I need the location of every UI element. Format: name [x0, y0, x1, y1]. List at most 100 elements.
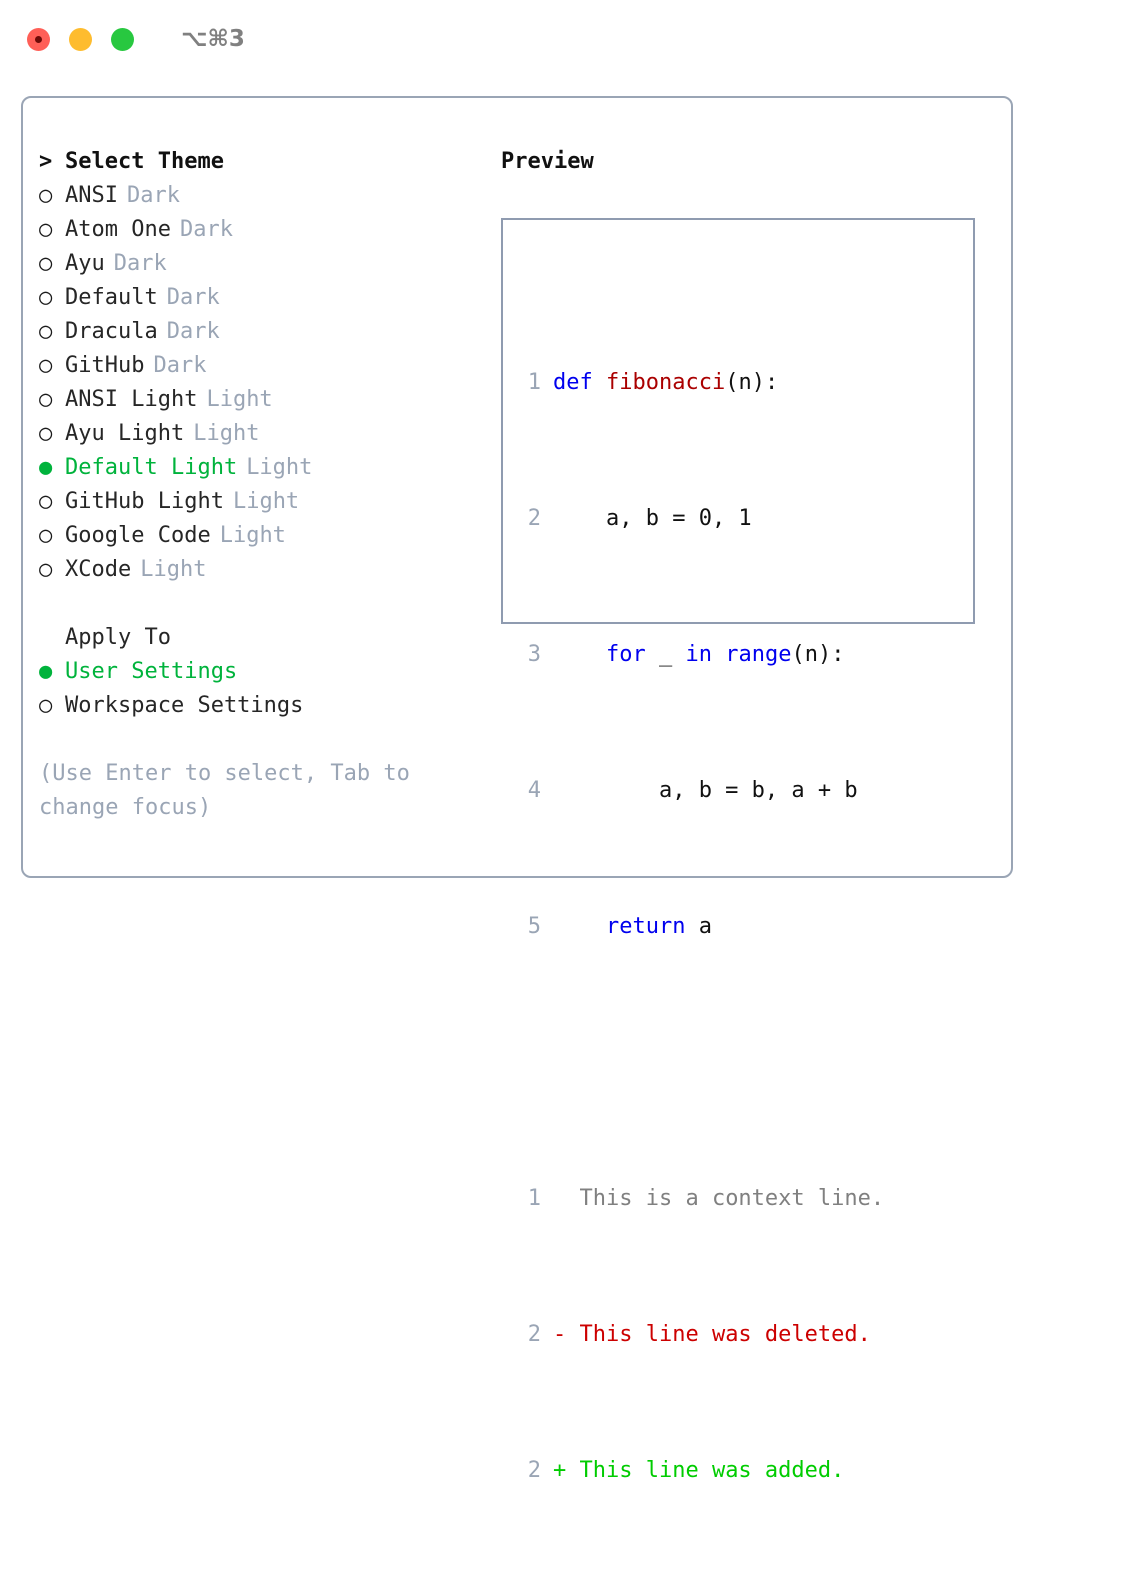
code-token-keyword: def [553, 370, 606, 395]
diff-text: This line was added. [566, 1458, 845, 1483]
radio-unselected-icon[interactable]: ○ [39, 523, 53, 548]
keyboard-shortcut-label: ⌥⌘3 [181, 26, 245, 52]
theme-variant: Dark [113, 251, 167, 276]
radio-selected-icon[interactable]: ● [39, 455, 53, 480]
theme-name: GitHub Light [65, 489, 224, 514]
line-number: 2 [527, 1458, 541, 1483]
theme-list-item[interactable]: ○ Ayu Light Light [39, 417, 469, 451]
line-number: 4 [527, 778, 541, 803]
theme-variant: Light [219, 523, 286, 548]
preview-title: Preview [501, 149, 594, 174]
theme-variant: Dark [153, 353, 207, 378]
theme-name: Google Code [65, 523, 211, 548]
theme-selection-column: > Select Theme ○ ANSI Dark ○ Atom One Da… [39, 145, 469, 825]
code-token-keyword: return [605, 914, 686, 939]
theme-name: Dracula [65, 319, 158, 344]
diff-line-added: 2 + This line was added. [515, 1454, 884, 1488]
maximize-button[interactable] [111, 27, 134, 51]
apply-to-option-user[interactable]: ● User Settings [39, 655, 469, 689]
theme-variant: Light [193, 421, 260, 446]
theme-list-item[interactable]: ○ XCode Light [39, 553, 469, 587]
theme-name: ANSI [65, 183, 118, 208]
apply-to-option-workspace[interactable]: ○ Workspace Settings [39, 689, 469, 723]
apply-to-option-label: Workspace Settings [65, 693, 304, 718]
section-spacer [39, 587, 469, 621]
keyboard-hint-text: (Use Enter to select, Tab to change focu… [39, 761, 410, 820]
theme-name: Default Light [65, 455, 238, 480]
radio-unselected-icon[interactable]: ○ [39, 319, 53, 344]
code-line: 1 def fibonacci(n): [515, 366, 884, 400]
theme-name: XCode [65, 557, 132, 582]
theme-variant: Dark [166, 285, 220, 310]
code-blank-line [515, 1046, 884, 1080]
theme-picker-window: > Select Theme ○ ANSI Dark ○ Atom One Da… [21, 96, 1013, 1483]
theme-list-item-selected[interactable]: ● Default Light Light [39, 451, 469, 485]
theme-list-item[interactable]: ○ ANSI Dark [39, 179, 469, 213]
diff-sign: + [553, 1458, 567, 1483]
radio-unselected-icon[interactable]: ○ [39, 693, 53, 718]
radio-unselected-icon[interactable]: ○ [39, 217, 53, 242]
theme-variant: Light [232, 489, 300, 514]
code-token-plain: a, b = b, a + b [553, 778, 858, 803]
theme-name: Ayu [65, 251, 105, 276]
theme-list-item[interactable]: ○ ANSI Light Light [39, 383, 469, 417]
prompt-caret-icon: > [39, 149, 53, 174]
code-token-plain: (n): [725, 370, 779, 395]
radio-unselected-icon[interactable]: ○ [39, 489, 53, 514]
radio-unselected-icon[interactable]: ○ [39, 557, 53, 582]
theme-list-item[interactable]: ○ Atom One Dark [39, 213, 469, 247]
theme-variant: Light [246, 455, 313, 480]
code-token-plain [553, 642, 606, 667]
code-token-plain: a [685, 914, 712, 939]
minimize-button[interactable] [69, 27, 92, 51]
code-token-plain: a, b = 0, 1 [553, 506, 752, 531]
code-token-plain [712, 642, 725, 667]
theme-list-item[interactable]: ○ GitHub Light Light [39, 485, 469, 519]
theme-name: ANSI Light [65, 387, 198, 412]
theme-variant: Dark [166, 319, 220, 344]
theme-list-item[interactable]: ○ Google Code Light [39, 519, 469, 553]
theme-name: Ayu Light [65, 421, 185, 446]
code-token-builtin: range [725, 642, 792, 667]
line-number: 3 [527, 642, 541, 667]
close-button[interactable] [27, 27, 50, 51]
line-number: 2 [527, 506, 541, 531]
diff-sign: - [553, 1322, 567, 1347]
code-line: 4 a, b = b, a + b [515, 774, 884, 808]
radio-selected-icon[interactable]: ● [39, 659, 53, 684]
theme-list-item[interactable]: ○ Dracula Dark [39, 315, 469, 349]
theme-variant: Light [206, 387, 273, 412]
code-line: 2 a, b = 0, 1 [515, 502, 884, 536]
diff-text: This is a context line. [566, 1186, 885, 1211]
code-token-function: fibonacci [605, 370, 726, 395]
apply-to-option-label: User Settings [65, 659, 238, 684]
diff-sign [553, 1186, 566, 1211]
code-line: 5 return a [515, 910, 884, 944]
diff-line-context: 1 This is a context line. [515, 1182, 884, 1216]
line-number: 1 [527, 370, 541, 395]
theme-list-item[interactable]: ○ Default Dark [39, 281, 469, 315]
radio-unselected-icon[interactable]: ○ [39, 183, 53, 208]
theme-name: GitHub [65, 353, 145, 378]
apply-to-title: Apply To [65, 625, 171, 650]
radio-unselected-icon[interactable]: ○ [39, 353, 53, 378]
theme-variant: Light [140, 557, 207, 582]
select-theme-header: > Select Theme [39, 145, 469, 179]
line-number: 1 [527, 1186, 541, 1211]
diff-text: This line was deleted. [566, 1322, 871, 1347]
diff-line-deleted: 2- This line was deleted. [515, 1318, 884, 1352]
select-theme-title: Select Theme [65, 149, 224, 174]
theme-variant: Dark [179, 217, 233, 242]
code-token-plain: (n): [791, 642, 845, 667]
theme-list-item[interactable]: ○ Ayu Dark [39, 247, 469, 281]
radio-unselected-icon[interactable]: ○ [39, 251, 53, 276]
radio-unselected-icon[interactable]: ○ [39, 285, 53, 310]
theme-list-item[interactable]: ○ GitHub Dark [39, 349, 469, 383]
code-line: 3 for _ in range(n): [515, 638, 884, 672]
radio-unselected-icon[interactable]: ○ [39, 421, 53, 446]
code-token-plain [553, 914, 606, 939]
radio-unselected-icon[interactable]: ○ [39, 387, 53, 412]
